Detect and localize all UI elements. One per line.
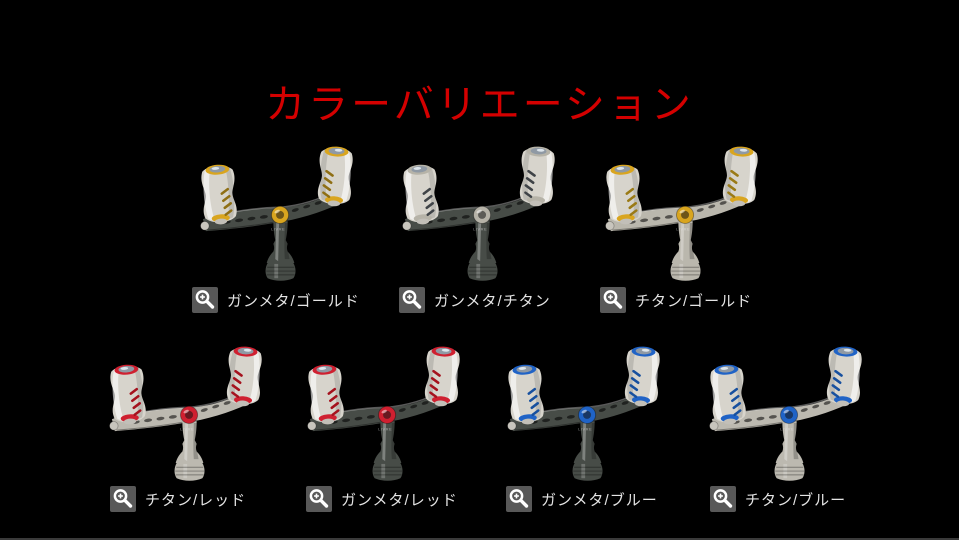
variant-label: ガンメタ/レッド	[341, 491, 458, 509]
variant-label: ガンメタ/ゴールド	[227, 292, 360, 310]
zoom-icon[interactable]	[306, 486, 332, 512]
variant-label: チタン/ゴールド	[635, 292, 753, 310]
product-image-gunmetal-titanium[interactable]	[383, 141, 583, 284]
zoom-icon[interactable]	[192, 287, 218, 313]
page-title: カラーバリエーション	[265, 82, 694, 128]
caption-gunmetal-red: ガンメタ/レッド	[306, 486, 458, 512]
caption-titanium-blue: チタン/ブルー	[710, 486, 846, 512]
zoom-icon[interactable]	[710, 486, 736, 512]
caption-gunmetal-gold: ガンメタ/ゴールド	[192, 287, 360, 313]
double-handle-illustration	[90, 341, 290, 484]
double-handle-illustration	[383, 141, 583, 284]
zoom-icon[interactable]	[110, 486, 136, 512]
bottom-edge-line	[0, 538, 959, 540]
double-handle-illustration	[181, 141, 381, 284]
product-image-gunmetal-gold[interactable]	[181, 141, 381, 284]
product-image-gunmetal-blue[interactable]	[488, 341, 688, 484]
double-handle-illustration	[288, 341, 488, 484]
variant-label: チタン/ブルー	[745, 491, 847, 509]
double-handle-illustration	[586, 141, 786, 284]
caption-gunmetal-titanium: ガンメタ/チタン	[399, 287, 551, 313]
variant-label: ガンメタ/ブルー	[541, 491, 658, 509]
product-image-titanium-blue[interactable]	[690, 341, 890, 484]
caption-titanium-gold: チタン/ゴールド	[600, 287, 752, 313]
product-image-titanium-red[interactable]	[90, 341, 290, 484]
double-handle-illustration	[690, 341, 890, 484]
product-image-titanium-gold[interactable]	[586, 141, 786, 284]
zoom-icon[interactable]	[399, 287, 425, 313]
zoom-icon[interactable]	[506, 486, 532, 512]
variant-label: ガンメタ/チタン	[434, 292, 551, 310]
product-image-gunmetal-red[interactable]	[288, 341, 488, 484]
caption-titanium-red: チタン/レッド	[110, 486, 246, 512]
zoom-icon[interactable]	[600, 287, 626, 313]
double-handle-illustration	[488, 341, 688, 484]
variant-label: チタン/レッド	[145, 491, 247, 509]
caption-gunmetal-blue: ガンメタ/ブルー	[506, 486, 658, 512]
